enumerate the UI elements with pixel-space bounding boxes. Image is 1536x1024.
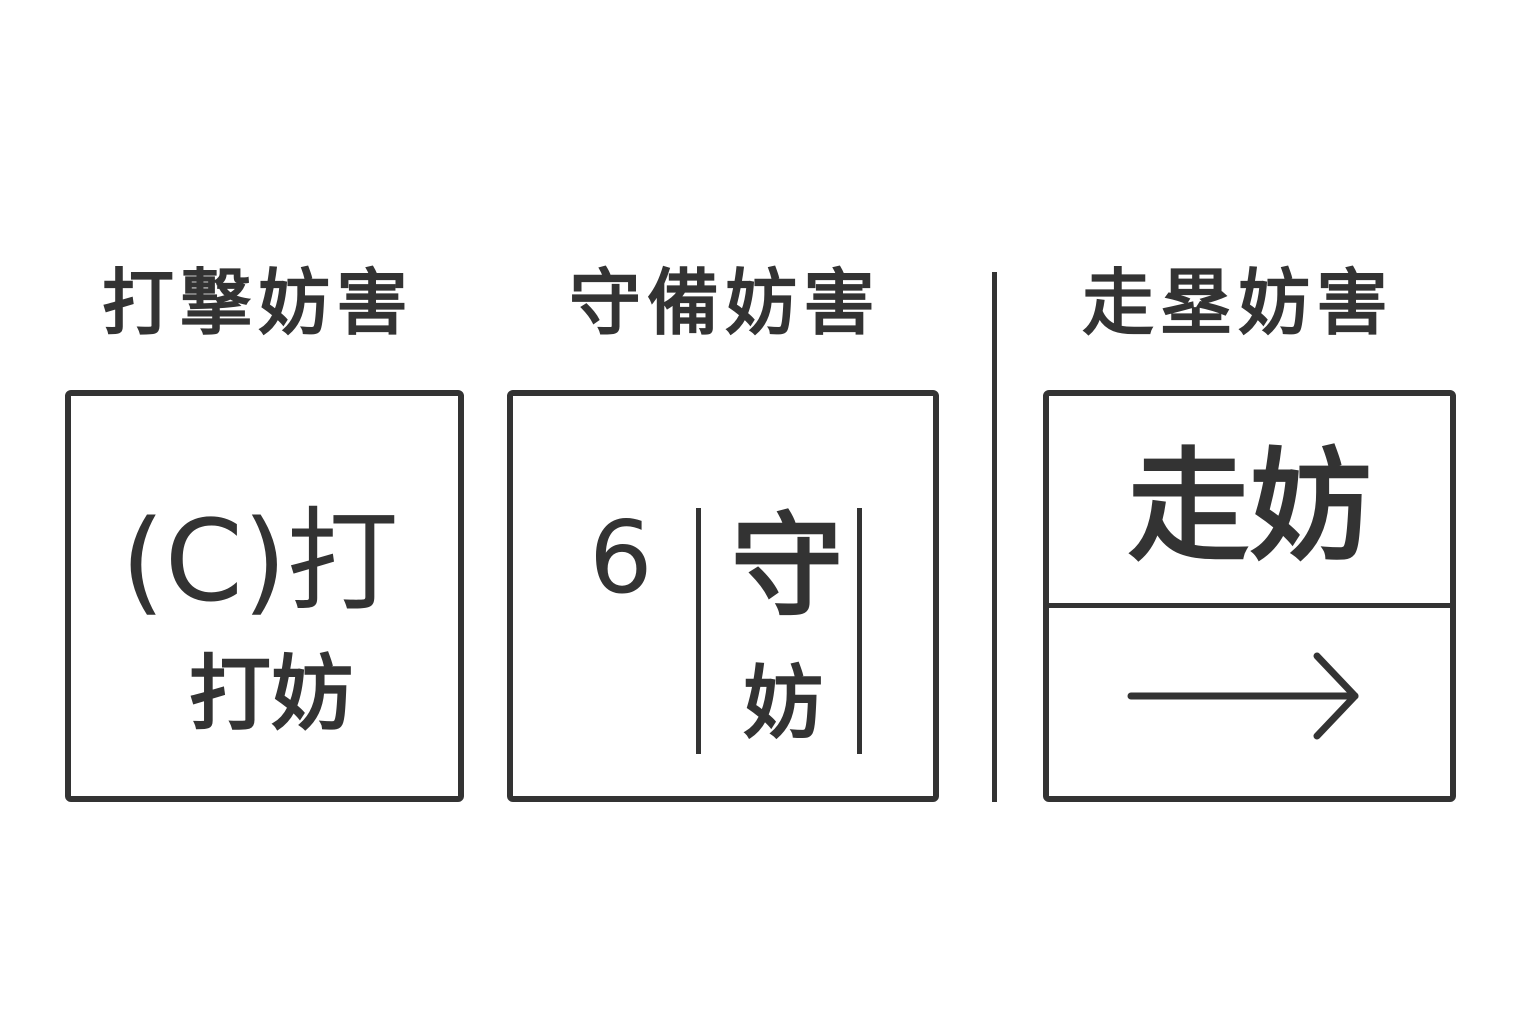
running-box-divider [1049, 603, 1450, 608]
section-divider [992, 272, 997, 802]
fielding-right-line [857, 508, 862, 754]
running-obstruction-box: 走妨 [1043, 390, 1456, 802]
batting-main-notation: (C)打 [121, 497, 399, 627]
batting-sub-notation: 打妨 [189, 647, 354, 742]
right-arrow-icon [1127, 652, 1359, 740]
batting-obstruction-box: (C)打 打妨 [65, 390, 464, 802]
heading-running-obstruction: 走塁妨害 [1081, 261, 1394, 345]
heading-batting-obstruction: 打撃妨害 [101, 261, 414, 345]
fielding-left-line [696, 508, 701, 754]
running-main-notation: 走妨 [1127, 436, 1372, 578]
fielding-position-number: 6 [589, 499, 653, 616]
heading-fielding-obstruction: 守備妨害 [568, 261, 881, 345]
fielding-sub-notation: 妨 [743, 657, 823, 750]
fielding-main-notation: 守 [731, 502, 843, 632]
fielding-obstruction-box: 6 守 妨 [507, 390, 939, 802]
